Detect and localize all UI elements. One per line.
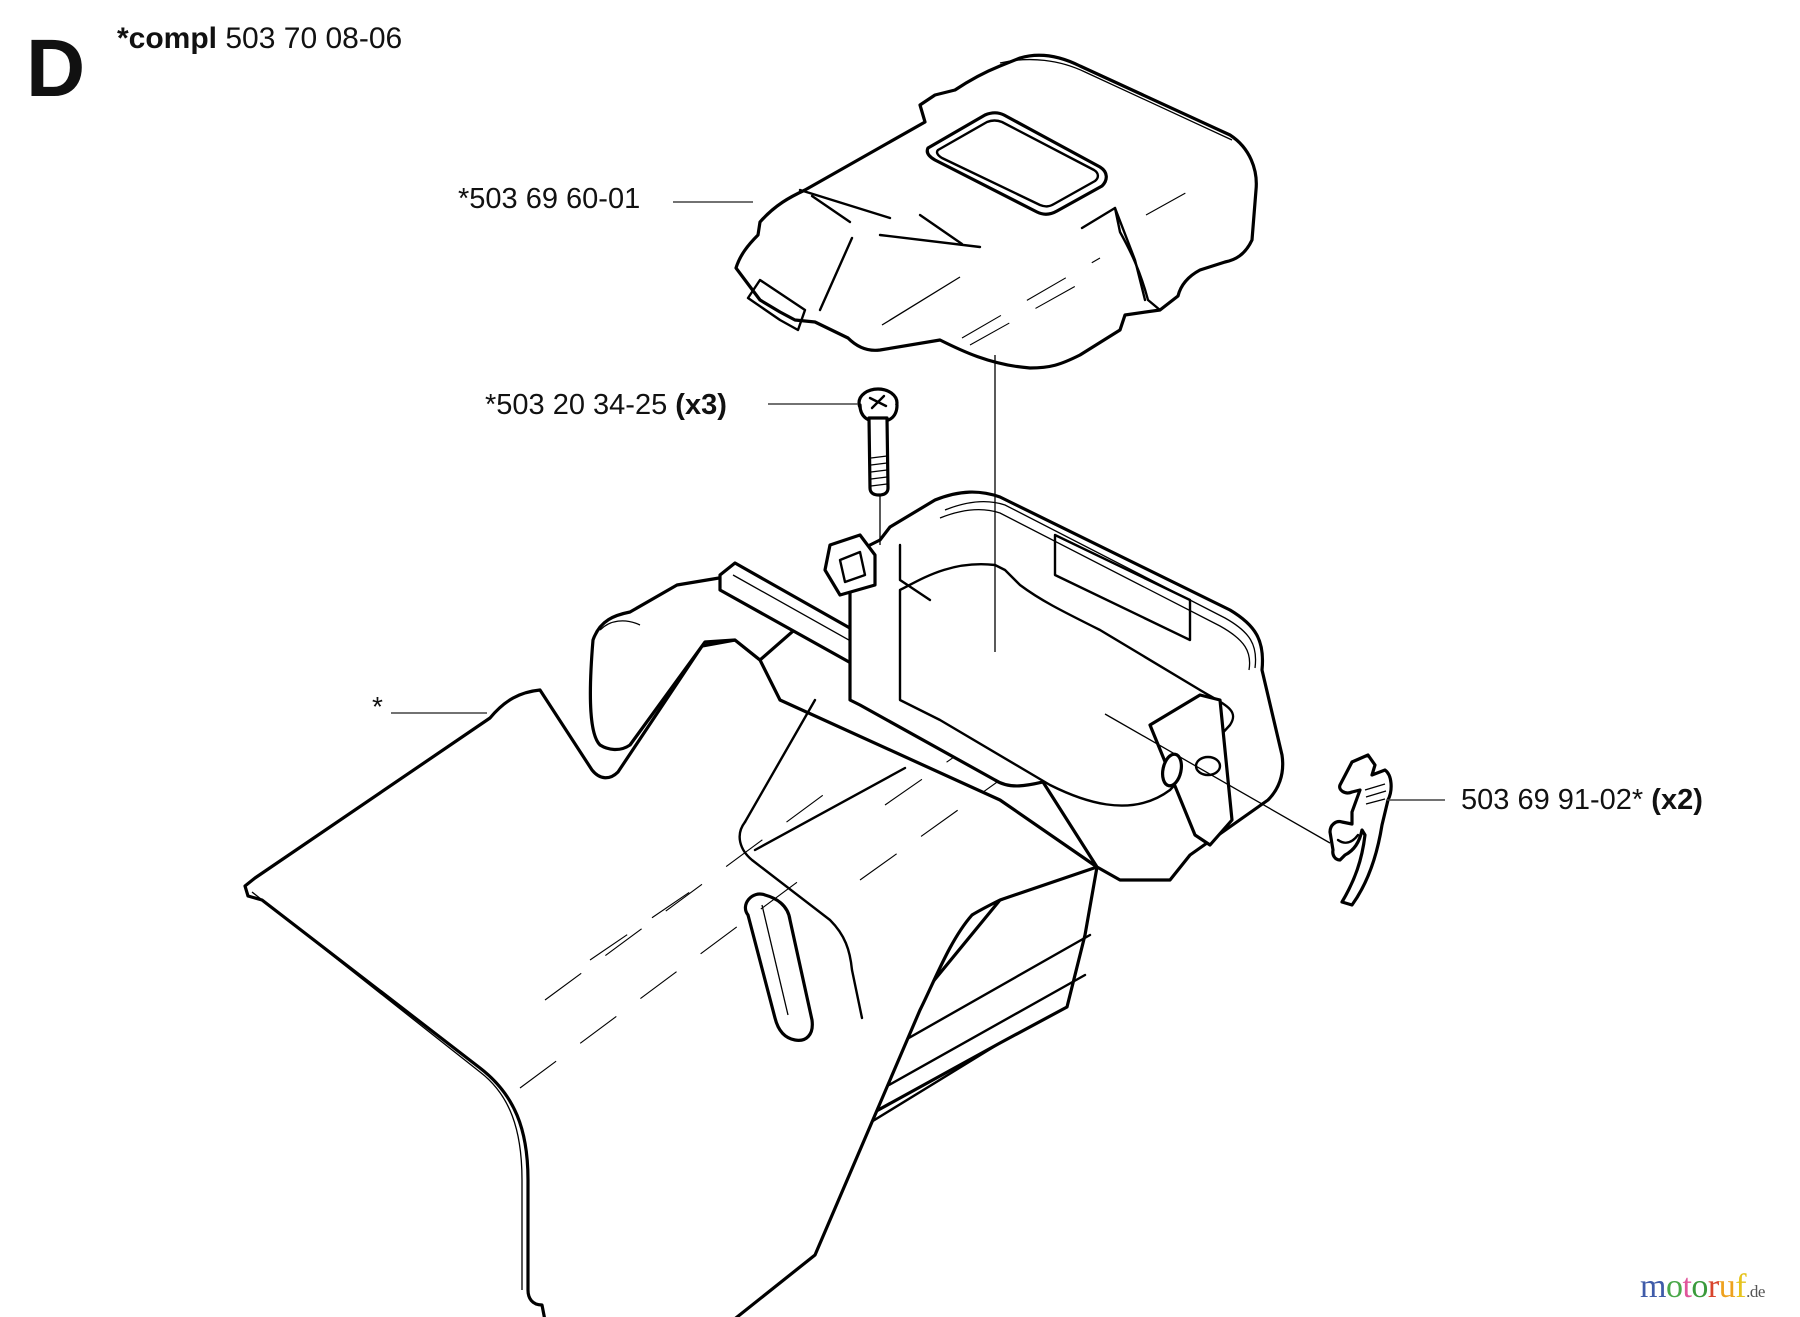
- part-quantity: (x3): [675, 389, 727, 421]
- watermark-letter: r: [1707, 1268, 1719, 1305]
- part-label-top-cover[interactable]: *503 69 60-01: [458, 185, 640, 214]
- watermark-letter: t: [1682, 1268, 1692, 1305]
- top-cover-part[interactable]: [734, 53, 1258, 370]
- assembly-label: *compl 503 70 08-06: [117, 24, 402, 54]
- section-letter: D: [26, 23, 86, 114]
- assembly-prefix: *compl: [117, 22, 218, 55]
- watermark-letter: o: [1665, 1268, 1683, 1305]
- part-number: *503 69 60-01: [458, 183, 641, 215]
- assembly-part-number: 503 70 08-06: [225, 22, 403, 55]
- housing-part[interactable]: [243, 638, 1102, 1317]
- part-label-clip[interactable]: 503 69 91-02* (x2): [1461, 786, 1703, 815]
- screw-part[interactable]: [857, 387, 899, 497]
- part-number: *: [372, 691, 383, 722]
- watermark-letter: f: [1735, 1268, 1747, 1305]
- part-label-screw[interactable]: *503 20 34-25 (x3): [485, 391, 727, 420]
- part-number: *503 20 34-25: [485, 389, 668, 421]
- watermark-letter: u: [1718, 1268, 1736, 1305]
- watermark-logo: motoruf.de: [1640, 1268, 1765, 1306]
- watermark-letter: o: [1691, 1268, 1708, 1305]
- part-quantity: (x2): [1651, 784, 1703, 816]
- leader-lines: [391, 201, 1445, 844]
- part-number: 503 69 91-02*: [1461, 784, 1644, 816]
- housing-rim: [588, 490, 1285, 882]
- watermark-suffix: .de: [1746, 1282, 1765, 1301]
- watermark-letter: m: [1640, 1268, 1666, 1305]
- clip-part[interactable]: [1328, 753, 1393, 907]
- part-label-housing[interactable]: *: [372, 693, 383, 721]
